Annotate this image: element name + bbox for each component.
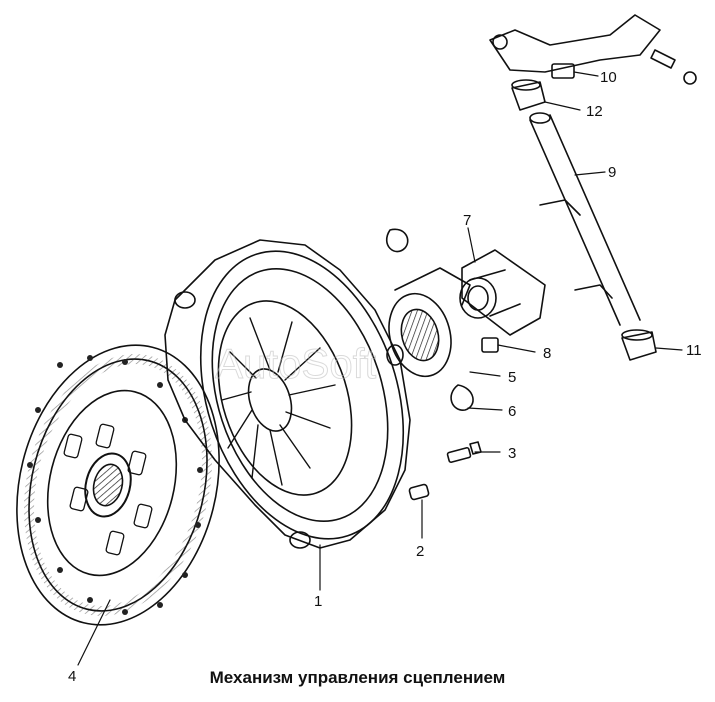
sleeve-bolt <box>481 337 499 353</box>
clutch-disc <box>16 344 220 626</box>
callout-4: 4 <box>68 668 76 685</box>
release-lever <box>489 14 697 85</box>
lever-bolt <box>551 63 575 79</box>
callout-11: 11 <box>686 342 702 359</box>
callout-1: 1 <box>314 593 322 610</box>
callout-7: 7 <box>463 212 471 229</box>
leader-lines <box>77 71 683 666</box>
guide-sleeve <box>459 249 546 336</box>
release-bearing <box>388 267 471 378</box>
callout-2: 2 <box>416 543 424 560</box>
callout-5: 5 <box>508 369 516 386</box>
clutch-cover <box>164 239 411 549</box>
callout-10: 10 <box>600 69 617 86</box>
callout-9: 9 <box>608 164 616 181</box>
spring-clip <box>385 228 474 411</box>
dowel-pin <box>408 483 430 501</box>
callout-8: 8 <box>543 345 551 362</box>
callout-12: 12 <box>586 103 603 120</box>
fork-shaft <box>529 112 641 326</box>
callout-3: 3 <box>508 445 516 462</box>
callout-6: 6 <box>508 403 516 420</box>
diagram-caption: Механизм управления сцеплением <box>209 668 506 687</box>
bushing-upper <box>511 79 546 111</box>
watermark: AutoSoft <box>215 340 376 387</box>
bushing-lower <box>621 329 657 361</box>
